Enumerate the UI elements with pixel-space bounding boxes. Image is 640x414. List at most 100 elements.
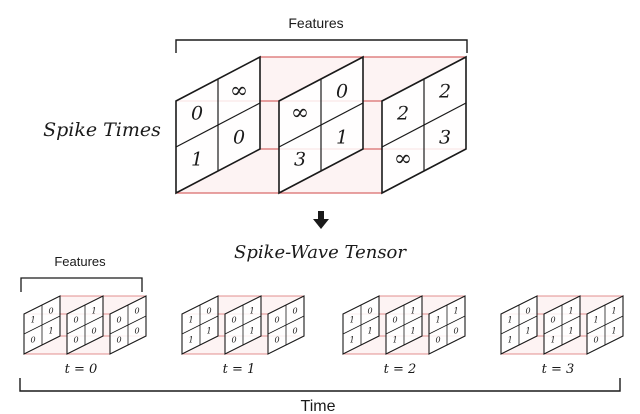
down-arrow-icon bbox=[313, 211, 329, 229]
panel-divider bbox=[224, 315, 262, 335]
feature-panel: 2 2 ∞ 3 bbox=[381, 55, 467, 195]
features-bracket-top bbox=[175, 39, 468, 53]
panel-divider bbox=[543, 315, 581, 335]
feature-panel: 0 1 1 1 bbox=[543, 295, 581, 355]
spike-value: 1 bbox=[435, 315, 440, 324]
panel-divider bbox=[278, 102, 364, 148]
spike-wave-tensor-label: Spike-Wave Tensor bbox=[234, 242, 407, 263]
spike-value: 1 bbox=[206, 326, 211, 335]
timestep-label: t = 3 bbox=[542, 362, 575, 377]
panel-divider bbox=[385, 315, 423, 335]
feature-panel: 1 1 0 0 bbox=[428, 295, 466, 355]
spike-value: 0 bbox=[134, 306, 139, 315]
spike-times-tensor: 0 ∞ 1 0 ∞ 0 3 1 2 2 ∞ 3 bbox=[175, 55, 467, 195]
spike-value: 1 bbox=[191, 149, 203, 171]
spike-value: 3 bbox=[294, 149, 306, 171]
spike-value: 0 bbox=[73, 315, 78, 324]
spike-value: 0 bbox=[292, 306, 297, 315]
spike-value: 1 bbox=[336, 127, 348, 149]
spike-value: 1 bbox=[568, 306, 573, 315]
feature-panel: 0 1 0 0 bbox=[66, 295, 104, 355]
panel-divider bbox=[428, 315, 466, 335]
spike-value: 0 bbox=[336, 81, 348, 103]
feature-panel: 1 0 1 1 bbox=[181, 295, 219, 355]
spike-value: 1 bbox=[91, 306, 96, 315]
spike-value: 0 bbox=[116, 315, 121, 324]
spike-value: 0 bbox=[274, 335, 279, 344]
spike-value: 0 bbox=[453, 326, 458, 335]
spike-value: 1 bbox=[30, 315, 35, 324]
timestep-label: t = 2 bbox=[384, 362, 417, 377]
spike-value: 0 bbox=[367, 306, 372, 315]
panel-divider bbox=[109, 315, 147, 335]
panel-divider bbox=[586, 315, 624, 335]
spike-value: 1 bbox=[392, 335, 397, 344]
spike-value: 1 bbox=[453, 306, 458, 315]
panel-divider bbox=[267, 315, 305, 335]
features-label-top: Features bbox=[288, 15, 343, 31]
panel-divider bbox=[66, 315, 104, 335]
spike-value: 0 bbox=[550, 315, 555, 324]
spike-value: 1 bbox=[48, 326, 53, 335]
spike-value: 0 bbox=[30, 335, 35, 344]
spike-value: 0 bbox=[116, 335, 121, 344]
spike-value: 1 bbox=[188, 315, 193, 324]
spike-value: 1 bbox=[550, 335, 555, 344]
spike-value: 2 bbox=[396, 103, 409, 125]
feature-panel: 0 ∞ 1 0 bbox=[175, 55, 261, 195]
feature-panel: 1 1 0 1 bbox=[586, 295, 624, 355]
spike-value: 2 bbox=[438, 81, 451, 103]
features-bracket-small bbox=[20, 277, 143, 292]
spike-value: ∞ bbox=[230, 79, 248, 104]
time-label: Time bbox=[301, 398, 336, 414]
panel-divider bbox=[500, 315, 538, 335]
panel-divider bbox=[23, 315, 61, 335]
spike-value: 0 bbox=[231, 335, 236, 344]
spike-value: 0 bbox=[191, 103, 203, 125]
feature-panel: ∞ 0 3 1 bbox=[278, 55, 364, 195]
spike-value: ∞ bbox=[394, 147, 412, 172]
spike-value: 1 bbox=[410, 306, 415, 315]
spike-value: 3 bbox=[439, 127, 451, 149]
spike-value: ∞ bbox=[291, 101, 309, 126]
feature-panel: 0 0 0 0 bbox=[109, 295, 147, 355]
spike-times-label: Spike Times bbox=[43, 119, 161, 141]
panel-divider bbox=[381, 102, 467, 148]
spike-value: 1 bbox=[593, 315, 598, 324]
panel-divider bbox=[181, 315, 219, 335]
spike-value: 1 bbox=[349, 315, 354, 324]
spike-value: 1 bbox=[507, 335, 512, 344]
spike-value: 0 bbox=[134, 326, 139, 335]
panel-divider bbox=[342, 315, 380, 335]
panel-divider bbox=[175, 102, 261, 148]
spike-value: 0 bbox=[435, 335, 440, 344]
spike-value: 0 bbox=[233, 127, 245, 149]
spike-value: 0 bbox=[292, 326, 297, 335]
spike-value: 1 bbox=[525, 326, 530, 335]
spike-value: 1 bbox=[188, 335, 193, 344]
spike-value: 1 bbox=[568, 326, 573, 335]
spike-value: 1 bbox=[611, 306, 616, 315]
spike-value: 0 bbox=[231, 315, 236, 324]
spike-value: 0 bbox=[73, 335, 78, 344]
timestep-label: t = 1 bbox=[223, 362, 256, 377]
spike-value: 1 bbox=[507, 315, 512, 324]
spike-value: 0 bbox=[206, 306, 211, 315]
spike-value: 1 bbox=[611, 326, 616, 335]
spike-value: 0 bbox=[593, 335, 598, 344]
spike-value: 0 bbox=[392, 315, 397, 324]
spike-value: 1 bbox=[367, 326, 372, 335]
spike-value: 0 bbox=[91, 326, 96, 335]
features-label-small: Features bbox=[54, 254, 106, 269]
